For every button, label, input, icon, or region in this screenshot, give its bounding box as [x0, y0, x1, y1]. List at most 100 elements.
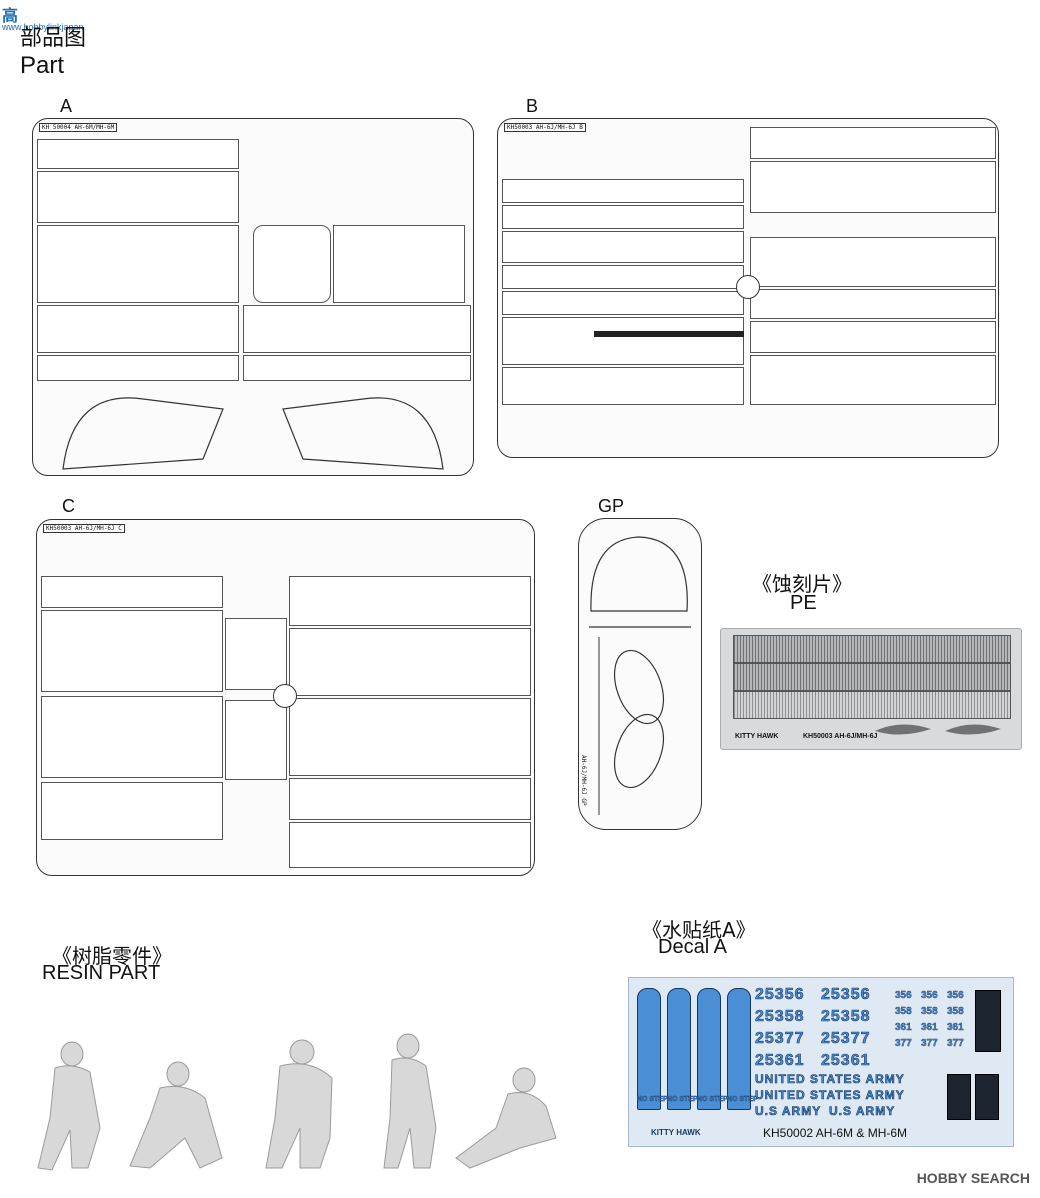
sprue-c-cell: [225, 618, 287, 690]
pe-code: KH50003 AH-6J/MH-6J: [803, 733, 878, 740]
sprue-b-cell: [502, 265, 744, 289]
sprue-gp: AH-6J/MH-6J GP: [578, 518, 702, 830]
decal-small-serial: 356: [947, 990, 964, 1001]
decal-small-serial: 377: [895, 1038, 912, 1049]
decal-title-en: Decal A: [658, 936, 727, 958]
sprue-b-cell: [750, 237, 996, 287]
watermark-logo-text: 高: [2, 6, 19, 25]
decal-serial: 25361: [821, 1052, 871, 1070]
resin-figures: [37, 1033, 557, 1171]
sprue-b-hub: [736, 275, 760, 299]
resin-title-cn: 《树脂零件》: [52, 944, 172, 968]
sprue-b-cell: [750, 355, 996, 405]
decal-small-serial: 377: [947, 1038, 964, 1049]
decal-army: UNITED STATES ARMY: [755, 1072, 905, 1087]
decal-small-serial: 377: [921, 1038, 938, 1049]
decal-footer: KH50002 AH-6M & MH-6M: [763, 1126, 908, 1140]
decal-panel: [667, 988, 691, 1110]
decal-sheet: NO STEP NO STEP NO STEP NO STEP 25356 25…: [628, 977, 1014, 1147]
pe-strip: [733, 663, 1011, 691]
sprue-c-label: C: [62, 496, 75, 516]
decal-small-serial: 358: [947, 1006, 964, 1017]
sprue-a-cell: [333, 225, 465, 303]
sprue-c-cell: [289, 778, 531, 820]
decal-no-step: NO STEP: [697, 1096, 728, 1103]
decal-no-step: NO STEP: [667, 1096, 698, 1103]
sprue-b-cell: [502, 231, 744, 263]
sprue-a-cell: [37, 305, 239, 353]
sprue-c-cell: [41, 610, 223, 692]
decal-no-step: NO STEP: [727, 1096, 758, 1103]
decal-army: U.S ARMY: [755, 1104, 822, 1119]
decal-serial: 25377: [755, 1030, 805, 1048]
sprue-b-cell: [750, 321, 996, 353]
pe-brand: KITTY HAWK: [735, 733, 779, 740]
sprue-a-cell: [243, 355, 471, 381]
decal-panel: [697, 988, 721, 1110]
decal-panel: [727, 988, 751, 1110]
sprue-a-cell: [37, 139, 239, 169]
decal-small-serial: 356: [921, 990, 938, 1001]
decal-serial: 25361: [755, 1052, 805, 1070]
decal-small-serial: 358: [895, 1006, 912, 1017]
sprue-c-cell: [289, 822, 531, 868]
decal-instrument-panel: [975, 1074, 999, 1120]
sprue-b-cell: [502, 205, 744, 229]
pe-title-cn: 《蚀刻片》: [752, 572, 852, 596]
decal-serial: 25377: [821, 1030, 871, 1048]
sprue-b-cell: [502, 291, 744, 315]
pe-title-en: PE: [790, 592, 817, 614]
pe-parts: [875, 724, 1001, 735]
decal-small-serial: 361: [947, 1022, 964, 1033]
decal-army: U.S ARMY: [829, 1104, 896, 1119]
sprue-a: KH 50004 AH-6M/MH-6M: [32, 118, 474, 476]
sprue-b: KH50003 AH-6J/MH-6J B: [497, 118, 999, 458]
decal-serial: 25356: [821, 986, 871, 1004]
sprue-c-cell: [41, 696, 223, 778]
decal-brand: KITTY HAWK: [651, 1128, 701, 1137]
sprue-a-cell: [37, 355, 239, 381]
sprue-c-tag: KH50003 AH-6J/MH-6J C: [43, 524, 125, 533]
sprue-b-cell: [502, 179, 744, 203]
sprue-c-cell: [289, 576, 531, 626]
sprue-b-cell: [750, 127, 996, 159]
decal-small-serial: 358: [921, 1006, 938, 1017]
sprue-a-cell: [243, 305, 471, 353]
sprue-gp-label: GP: [598, 496, 625, 516]
resin-title-en: RESIN PART: [42, 962, 161, 984]
decal-title-cn: 《水贴纸A》: [642, 918, 756, 942]
sprue-a-cell: [37, 225, 239, 303]
sprue-a-fuselage-halves: [62, 397, 444, 470]
sprue-gp-tag: AH-6J/MH-6J GP: [580, 755, 587, 806]
pe-strip: [733, 691, 1011, 719]
pe-strip: [733, 635, 1011, 663]
sprue-b-tag: KH50003 AH-6J/MH-6J B: [504, 123, 586, 132]
pe-sheet: KITTY HAWK KH50003 AH-6J/MH-6J: [720, 628, 1022, 750]
sprue-a-cell: [37, 171, 239, 223]
decal-serial: 25358: [821, 1008, 871, 1026]
sprue-b-cell: [750, 161, 996, 213]
decal-instrument-panel: [975, 990, 1001, 1052]
sprue-c-cell: [289, 628, 531, 696]
page-title-cn: 部品图: [20, 26, 87, 51]
sprue-c-cell: [289, 698, 531, 776]
sprue-a-label: A: [60, 96, 73, 116]
decal-no-step: NO STEP: [637, 1096, 668, 1103]
sprue-b-rod: [658, 331, 742, 337]
watermark-url: www.hobbylinkjapan: [2, 22, 84, 32]
sprue-b-cell: [750, 289, 996, 319]
decal-small-serial: 361: [921, 1022, 938, 1033]
decal-small-serial: 361: [895, 1022, 912, 1033]
sprue-b-cell: [502, 317, 744, 365]
sprue-c: KH50003 AH-6J/MH-6J C: [36, 519, 535, 876]
watermark-logo: 高 www.hobbylinkjapan: [0, 0, 84, 38]
hobby-search-logo: HOBBY SEARCH: [916, 1170, 1030, 1186]
decal-serial: 25358: [755, 1008, 805, 1026]
sprue-c-cell: [41, 576, 223, 608]
sprue-gp-canopy: [589, 536, 691, 815]
decal-serial: 25356: [755, 986, 805, 1004]
decal-panel: [637, 988, 661, 1110]
decal-small-serial: 356: [895, 990, 912, 1001]
sprue-c-cell: [41, 782, 223, 840]
page-title-en: Part: [20, 52, 65, 79]
